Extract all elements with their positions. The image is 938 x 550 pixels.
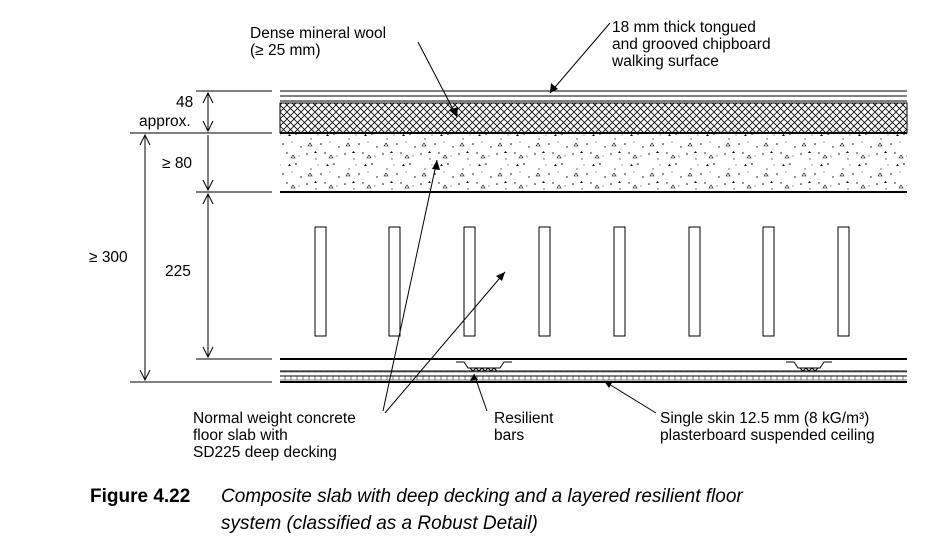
figure-number: Figure 4.22 xyxy=(90,486,190,507)
chipboard-label-line3: walking surface xyxy=(611,53,719,70)
dimension-48 xyxy=(202,91,214,133)
mineral-wool-label-line1: Dense mineral wool xyxy=(250,25,386,42)
resilient-bars-label-line1: Resilient xyxy=(494,410,554,427)
concrete-label-line2: floor slab with xyxy=(193,427,288,444)
leader-lines xyxy=(382,22,657,414)
dimension-225 xyxy=(202,192,214,359)
dim-225-value: 225 xyxy=(165,263,191,280)
ceiling-label-line1: Single skin 12.5 mm (8 kG/m³) xyxy=(660,410,869,427)
figure-caption-line2: system (classified as a Robust Detail) xyxy=(221,513,538,534)
chipboard-layer xyxy=(280,90,907,102)
chipboard-label-line2: and grooved chipboard xyxy=(612,36,771,53)
dim-48-note: approx. xyxy=(139,113,191,130)
mineral-wool-layer xyxy=(279,102,908,134)
ceiling-label-line2: plasterboard suspended ceiling xyxy=(660,427,875,444)
dimension-extension-lines xyxy=(130,90,272,383)
concrete-label-line3: SD225 deep decking xyxy=(193,444,337,461)
dim-48-value: 48 xyxy=(176,94,193,111)
plasterboard-ceiling-layer xyxy=(280,370,907,383)
concrete-label-line1: Normal weight concrete xyxy=(193,410,356,427)
figure-caption-line1: Composite slab with deep decking and a l… xyxy=(221,486,743,507)
resilient-bars-label-line2: bars xyxy=(494,427,524,444)
dim-80-value: ≥ 80 xyxy=(162,155,192,172)
dim-300-value: ≥ 300 xyxy=(89,249,128,266)
deck-ribs xyxy=(314,226,850,337)
chipboard-label-line1: 18 mm thick tongued xyxy=(612,19,756,36)
concrete-slab-layer xyxy=(280,132,907,193)
dimension-80 xyxy=(202,135,214,192)
resilient-bar-icons xyxy=(456,361,832,372)
mineral-wool-label-line2: (≥ 25 mm) xyxy=(250,42,321,59)
dimension-300 xyxy=(139,133,151,382)
